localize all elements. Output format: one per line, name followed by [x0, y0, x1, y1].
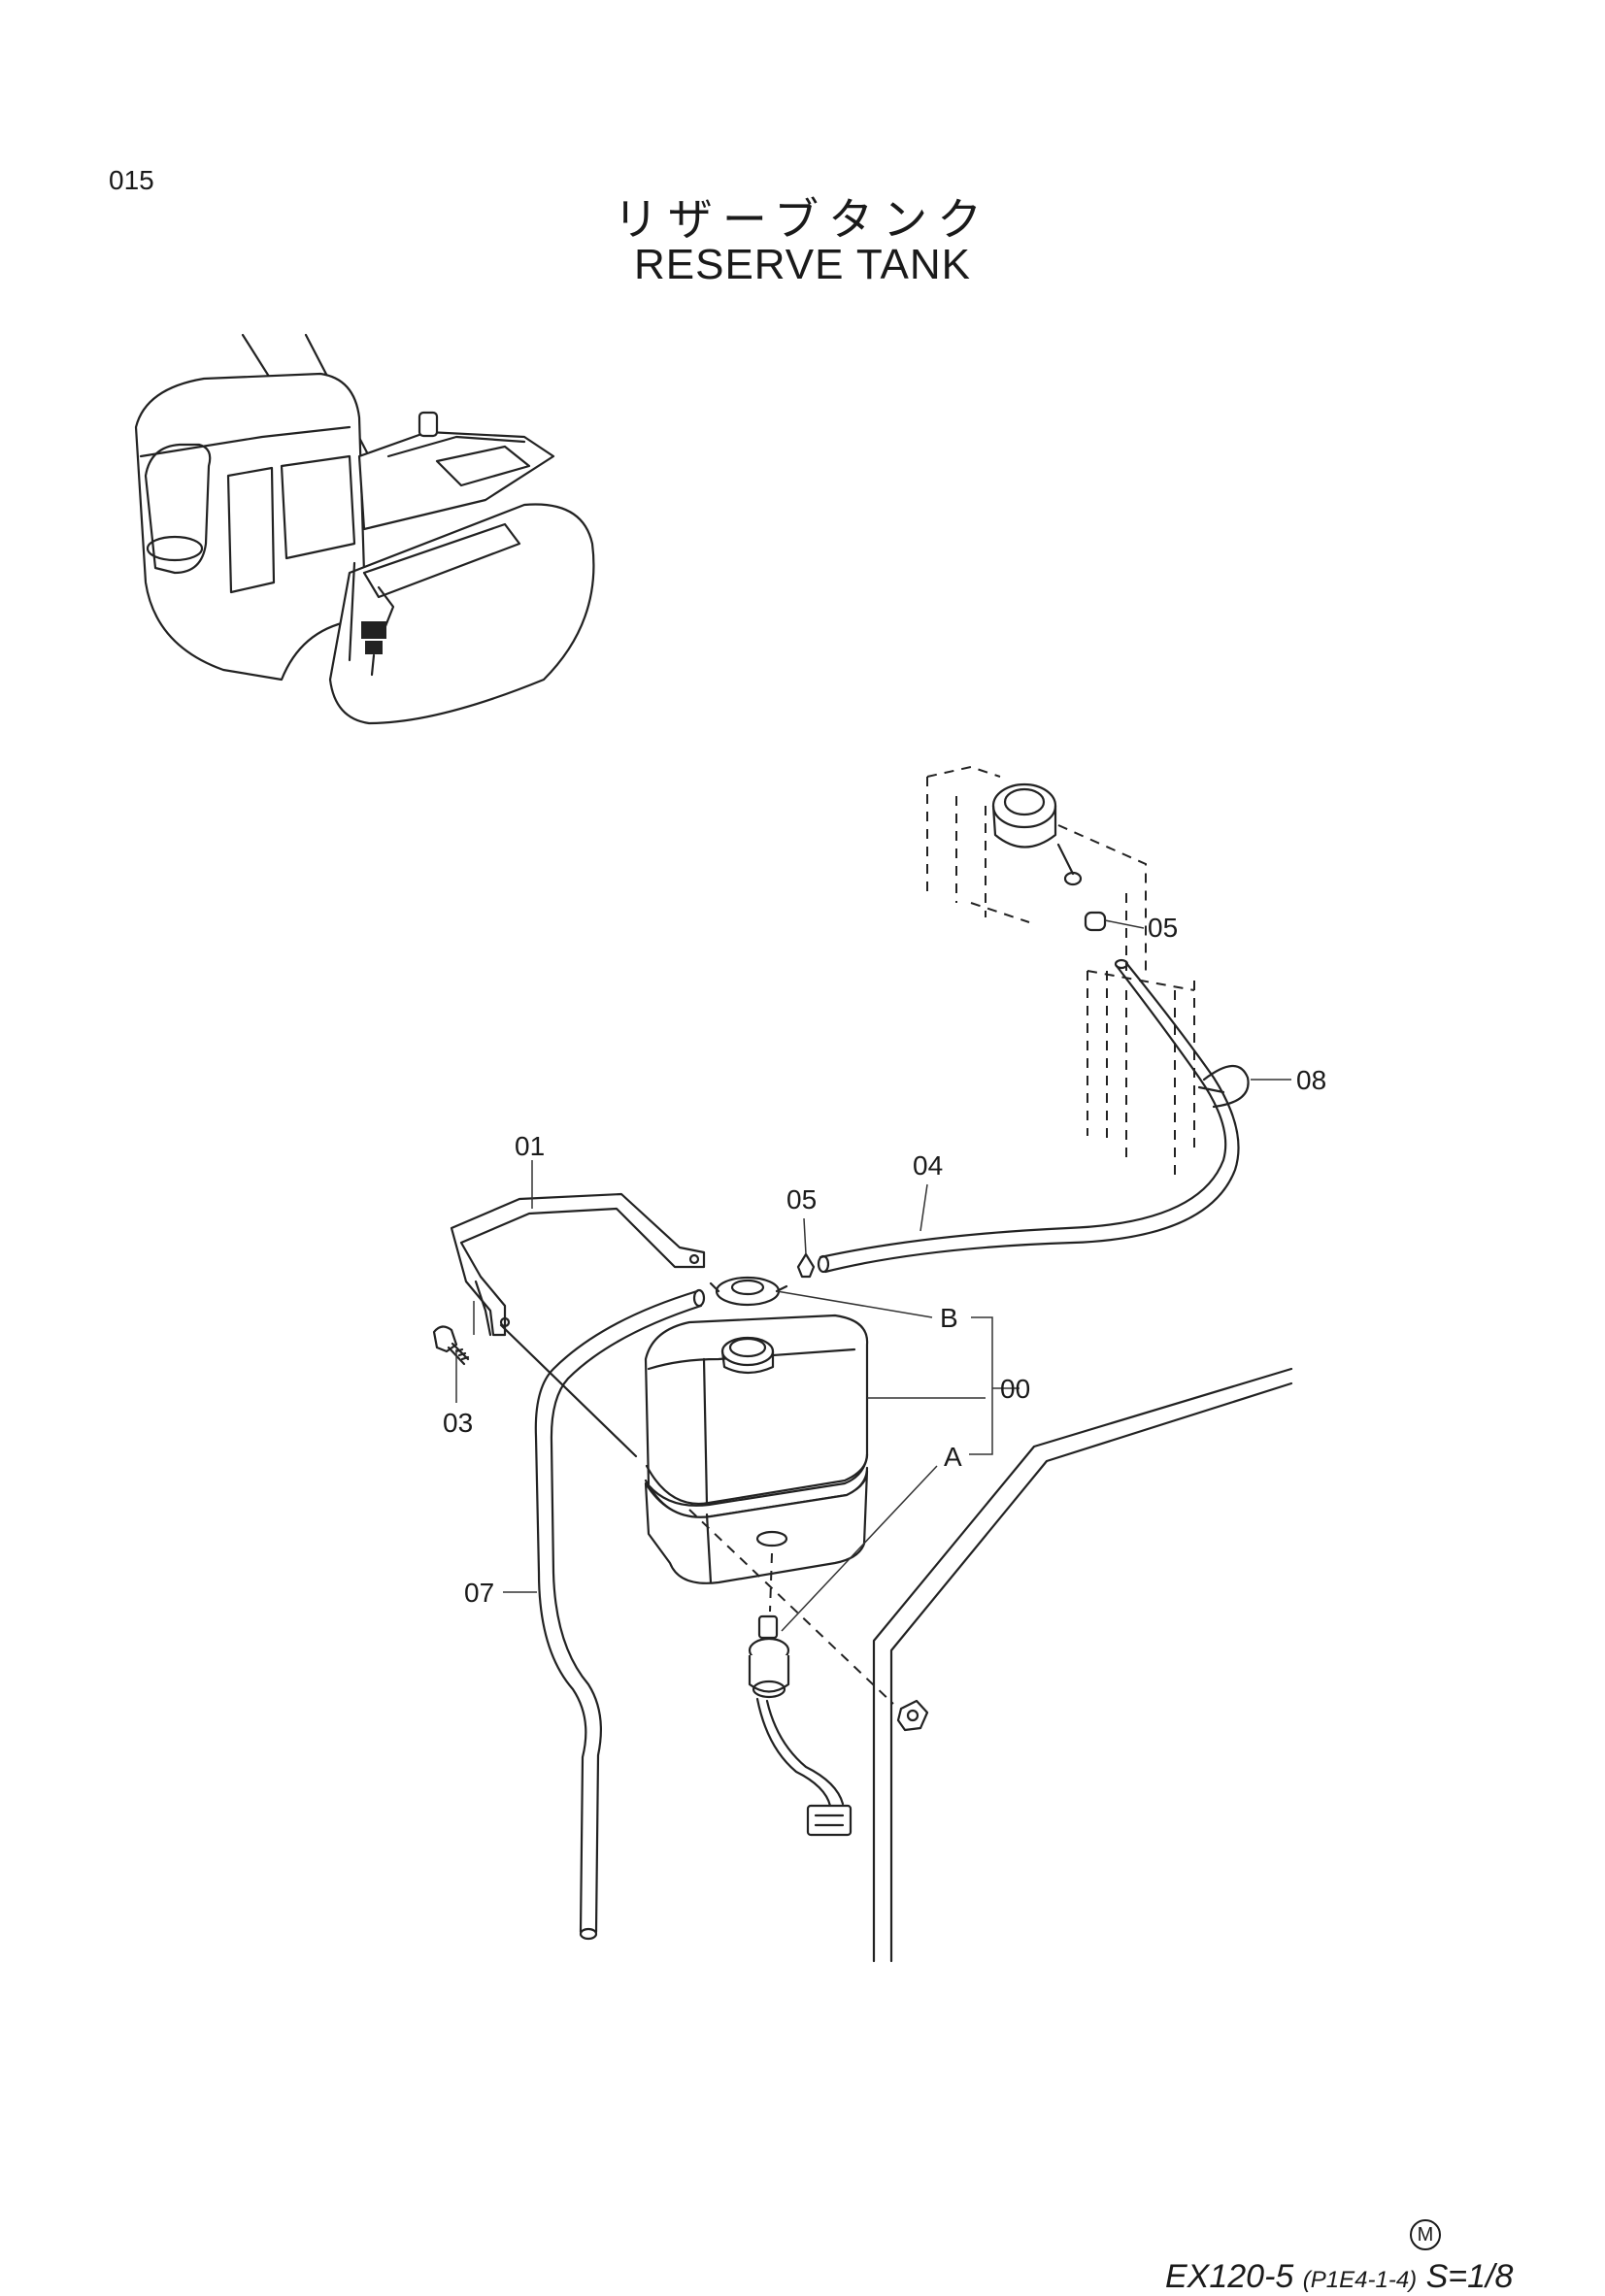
footer-code: (P1E4-1-4) — [1302, 2267, 1418, 2293]
excavator-overview — [134, 333, 595, 725]
level-sensor — [748, 1552, 853, 1837]
callout-04: 04 — [913, 1150, 943, 1181]
overflow-hose — [817, 958, 1250, 1274]
title-japanese: リザーブタンク — [613, 193, 992, 246]
clip-and-cap — [709, 1252, 816, 1307]
bracket — [450, 1192, 706, 1337]
drain-hose — [534, 1288, 706, 1941]
body-panel — [872, 1367, 1293, 1963]
callout-leaders — [455, 919, 1291, 1593]
callout-00: 00 — [1000, 1374, 1030, 1404]
reference-leaders — [776, 1290, 1020, 1632]
radiator-context — [926, 765, 1195, 1175]
footer-scale: S=1/8 — [1425, 2258, 1514, 2295]
footer-model-line: EX120-5 (P1E4-1-4) S=1/8 — [1165, 2258, 1513, 2296]
callout-03: 03 — [443, 1408, 473, 1438]
callout-01: 01 — [515, 1131, 545, 1161]
callout-labels: 00 01 03 04 05 05 07 08 A B — [443, 913, 1326, 1608]
callout-05-lower: 05 — [786, 1184, 817, 1215]
bolt — [432, 1325, 470, 1366]
footer-circle-mark: M — [1410, 2219, 1441, 2250]
callout-05-upper: 05 — [1148, 913, 1178, 943]
callout-07: 07 — [464, 1578, 494, 1608]
page-number: 015 — [109, 165, 154, 195]
callout-08: 08 — [1296, 1065, 1326, 1095]
title-english: RESERVE TANK — [633, 241, 971, 288]
mounting-line — [499, 1323, 929, 1732]
footer-model: EX120-5 — [1165, 2258, 1294, 2295]
reference-a: A — [944, 1442, 962, 1472]
reserve-tank — [644, 1314, 869, 1584]
reference-b: B — [940, 1303, 958, 1333]
